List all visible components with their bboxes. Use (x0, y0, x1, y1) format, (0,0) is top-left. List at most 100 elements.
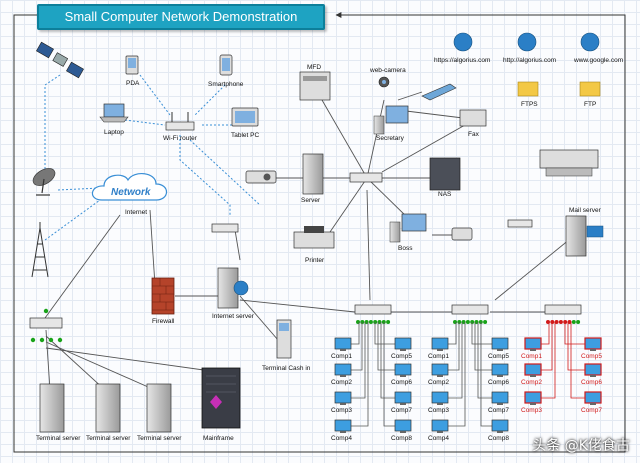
computer-label: Comp5 (581, 353, 602, 360)
comp-link (351, 322, 366, 399)
terminal-server-2-label: Terminal server (86, 435, 131, 442)
frame-lines (13, 12, 626, 453)
access-point-icon (211, 223, 239, 233)
computer-icon (524, 337, 542, 350)
mainframe-label: Mainframe (203, 435, 234, 442)
mfd-icon (299, 71, 331, 101)
projector-icon (245, 170, 277, 184)
switch-3-icon (544, 304, 582, 315)
comp-link (383, 322, 395, 427)
comp-link (480, 322, 492, 427)
comp-link (380, 322, 395, 399)
computer-label: Comp1 (331, 353, 352, 360)
tablet-icon (231, 107, 259, 127)
printer-label: Printer (305, 257, 325, 264)
wifi-router-label: Wi-Fi router (163, 135, 198, 142)
monitor-stand (497, 431, 503, 433)
terminal-server-1-label: Terminal server (36, 435, 81, 442)
computer-icon (584, 337, 602, 350)
computer-icon (524, 391, 542, 404)
computer-icon (431, 391, 449, 404)
globe-2-label: http://algorius.com (503, 57, 556, 64)
globe-3-icon (580, 32, 600, 52)
computer-icon (491, 363, 509, 376)
monitor-stand (497, 403, 503, 405)
laptop-label: Laptop (104, 129, 124, 136)
monitor-stand (437, 431, 443, 433)
monitor-stand (590, 349, 596, 351)
comp-link (351, 322, 363, 371)
computer-icon (491, 419, 509, 432)
computer-icon (334, 391, 352, 404)
mfd-label: MFD (307, 64, 321, 71)
center-switch-icon (349, 172, 383, 183)
comp-link (377, 322, 395, 371)
computer-label: Comp4 (331, 435, 352, 442)
plotter-icon (539, 149, 599, 177)
computer-label: Comp8 (488, 435, 509, 442)
port-junction (576, 320, 581, 324)
pda-icon (125, 55, 139, 75)
comp-link (570, 322, 585, 399)
computer-icon (394, 419, 412, 432)
tablet-label: Tablet PC (231, 132, 259, 139)
comp-link (564, 322, 585, 345)
monitor-stand (400, 431, 406, 433)
computer-icon (334, 337, 352, 350)
computer-icon (491, 391, 509, 404)
computer-label: Comp7 (391, 407, 412, 414)
computer-icon (334, 419, 352, 432)
ftps-folder-icon (517, 81, 539, 97)
terminal-server-1-icon (39, 383, 65, 433)
comp-link (477, 322, 492, 399)
monitor-stand (400, 349, 406, 351)
computer-icon (431, 419, 449, 432)
fax-icon (459, 109, 487, 127)
computer-label: Comp4 (428, 435, 449, 442)
boss-pc-icon (389, 213, 427, 243)
left-switch-icon (29, 317, 63, 329)
port-junction (571, 320, 576, 324)
web-camera-icon (378, 76, 390, 88)
comp-link (541, 322, 556, 399)
mail-server-label: Mail server (569, 207, 602, 214)
computer-label: Comp7 (488, 407, 509, 414)
smartphone-label: Smartphone (208, 81, 244, 88)
computer-icon (431, 363, 449, 376)
wifi-router-icon (165, 112, 195, 131)
port-junction (386, 320, 391, 324)
secretary-pc-icon (373, 105, 409, 135)
computer-label: Comp2 (428, 379, 449, 386)
satellite-dish-icon (32, 168, 56, 196)
computer-label: Comp7 (581, 407, 602, 414)
scanner-icon (421, 83, 457, 101)
comp-link (448, 322, 466, 427)
comp-link (351, 322, 369, 427)
monitor-stand (400, 375, 406, 377)
computer-icon (394, 391, 412, 404)
printer-icon (293, 226, 335, 249)
web-camera-label: web-camera (369, 67, 406, 74)
monitor-stand (530, 403, 536, 405)
watermark: 头条 @K佬食古 (532, 438, 630, 454)
pda-label: PDA (126, 80, 140, 87)
monitor-stand (400, 403, 406, 405)
terminal-cash-label: Terminal Cash in (262, 365, 311, 372)
ftp-label: FTP (584, 101, 596, 108)
computer-icon (431, 337, 449, 350)
comp-link (448, 322, 463, 399)
monitor-stand (340, 375, 346, 377)
computer-icon (394, 363, 412, 376)
globe-1-label: https://algorius.com (434, 57, 490, 64)
computer-icon (334, 363, 352, 376)
port-junction (465, 320, 470, 324)
nas-icon (429, 157, 461, 191)
computer-label: Comp3 (331, 407, 352, 414)
port-junction (368, 320, 373, 324)
computer-label: Comp5 (391, 353, 412, 360)
computer-label: Comp5 (488, 353, 509, 360)
secretary-label: Secretary (376, 135, 405, 142)
